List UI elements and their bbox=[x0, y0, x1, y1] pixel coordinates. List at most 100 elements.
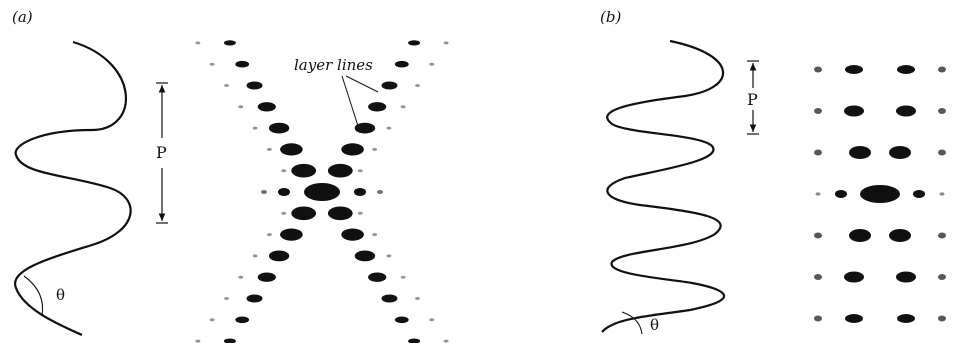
diffraction-spot bbox=[845, 65, 863, 74]
diffraction-spot bbox=[408, 40, 421, 46]
diffraction-pattern-a bbox=[195, 40, 449, 343]
period-label-b: P bbox=[747, 90, 758, 109]
diffraction-faint-spot bbox=[195, 339, 201, 343]
diffraction-spot bbox=[327, 206, 353, 221]
diffraction-spot bbox=[381, 81, 398, 90]
diffraction-faint-spot bbox=[209, 62, 215, 66]
period-label-a: P bbox=[156, 143, 167, 162]
diffraction-faint-spot bbox=[415, 84, 420, 87]
diffraction-faint-spot bbox=[261, 190, 267, 194]
diffraction-pattern-b bbox=[814, 65, 946, 323]
diffraction-spot bbox=[223, 40, 236, 46]
diffraction-faint-spot bbox=[814, 108, 822, 114]
diffraction-faint-spot bbox=[814, 149, 822, 156]
diffraction-spot bbox=[844, 271, 864, 283]
diffraction-spot bbox=[354, 188, 366, 196]
angle-marker-b: θ bbox=[621, 311, 659, 335]
diffraction-spot bbox=[368, 102, 387, 112]
diffraction-spot bbox=[381, 294, 398, 303]
diffraction-spot bbox=[896, 271, 916, 283]
diffraction-faint-spot bbox=[938, 149, 946, 156]
diffraction-spot bbox=[235, 60, 250, 68]
diffraction-faint-spot bbox=[939, 192, 945, 196]
diffraction-spot bbox=[341, 143, 364, 156]
diffraction-faint-spot bbox=[400, 105, 406, 109]
diffraction-faint-spot bbox=[224, 84, 229, 87]
diffraction-spot bbox=[235, 316, 250, 324]
diffraction-faint-spot bbox=[938, 232, 946, 239]
diffraction-spot bbox=[354, 250, 376, 262]
panel-b: (b) P θ bbox=[600, 8, 946, 335]
diffraction-faint-spot bbox=[429, 318, 435, 322]
angle-marker-a: θ bbox=[23, 275, 65, 317]
diffraction-faint-spot bbox=[814, 315, 822, 322]
diffraction-faint-spot bbox=[266, 147, 272, 151]
diffraction-spot bbox=[257, 102, 276, 112]
layer-lines-annotation: layer lines bbox=[294, 56, 379, 127]
diffraction-center-spot bbox=[860, 185, 900, 203]
diffraction-faint-spot bbox=[938, 108, 946, 114]
diffraction-spot bbox=[246, 294, 263, 303]
diffraction-spot bbox=[897, 314, 915, 323]
diffraction-faint-spot bbox=[429, 62, 435, 66]
diffraction-spot bbox=[845, 314, 863, 323]
diffraction-spot bbox=[844, 105, 864, 117]
diffraction-faint-spot bbox=[209, 318, 215, 322]
angle-label-a: θ bbox=[56, 286, 65, 304]
diffraction-faint-spot bbox=[443, 339, 449, 343]
diffraction-spot bbox=[889, 146, 911, 159]
diffraction-spot bbox=[394, 316, 409, 324]
diffraction-faint-spot bbox=[938, 274, 946, 280]
diffraction-faint-spot bbox=[415, 297, 420, 300]
diffraction-faint-spot bbox=[224, 297, 229, 300]
period-marker-a: P bbox=[156, 82, 168, 224]
diffraction-faint-spot bbox=[815, 192, 821, 196]
diffraction-spot bbox=[897, 65, 915, 74]
diffraction-faint-spot bbox=[252, 254, 258, 258]
diffraction-spot bbox=[341, 228, 364, 241]
diffraction-faint-spot bbox=[814, 274, 822, 280]
diffraction-spot bbox=[291, 206, 317, 221]
panel-b-label: (b) bbox=[600, 8, 621, 26]
diffraction-faint-spot bbox=[386, 126, 392, 130]
diffraction-spot bbox=[896, 105, 916, 117]
diffraction-spot bbox=[354, 122, 376, 134]
diffraction-spot bbox=[280, 228, 303, 241]
diffraction-faint-spot bbox=[814, 232, 822, 239]
diffraction-spot bbox=[368, 272, 387, 282]
diffraction-spot bbox=[849, 229, 871, 242]
diffraction-spot bbox=[913, 190, 925, 198]
helix-b-curve bbox=[601, 39, 726, 333]
diffraction-spot bbox=[849, 146, 871, 159]
diffraction-spot bbox=[280, 143, 303, 156]
diffraction-faint-spot bbox=[195, 41, 201, 45]
diffraction-center-spot bbox=[304, 183, 340, 201]
diffraction-spot bbox=[394, 60, 409, 68]
diffraction-faint-spot bbox=[266, 233, 272, 237]
diffraction-faint-spot bbox=[238, 105, 244, 109]
diffraction-faint-spot bbox=[357, 169, 363, 173]
diffraction-faint-spot bbox=[938, 66, 946, 73]
diffraction-spot bbox=[835, 190, 847, 198]
diffraction-spot bbox=[291, 163, 317, 178]
helix-a-curve bbox=[13, 40, 132, 337]
diffraction-faint-spot bbox=[281, 169, 287, 173]
diffraction-faint-spot bbox=[814, 66, 822, 73]
diffraction-faint-spot bbox=[252, 126, 258, 130]
diffraction-spot bbox=[408, 338, 421, 343]
diffraction-faint-spot bbox=[938, 315, 946, 322]
diffraction-faint-spot bbox=[238, 275, 244, 279]
diffraction-faint-spot bbox=[400, 275, 406, 279]
diffraction-spot bbox=[278, 188, 290, 196]
diffraction-spot bbox=[268, 122, 290, 134]
diffraction-spot bbox=[246, 81, 263, 90]
diffraction-spot bbox=[257, 272, 276, 282]
diffraction-faint-spot bbox=[443, 41, 449, 45]
diffraction-faint-spot bbox=[377, 190, 383, 194]
diffraction-faint-spot bbox=[357, 211, 363, 215]
diffraction-spot bbox=[268, 250, 290, 262]
diffraction-spot bbox=[223, 338, 236, 343]
layer-lines-label: layer lines bbox=[294, 56, 373, 74]
